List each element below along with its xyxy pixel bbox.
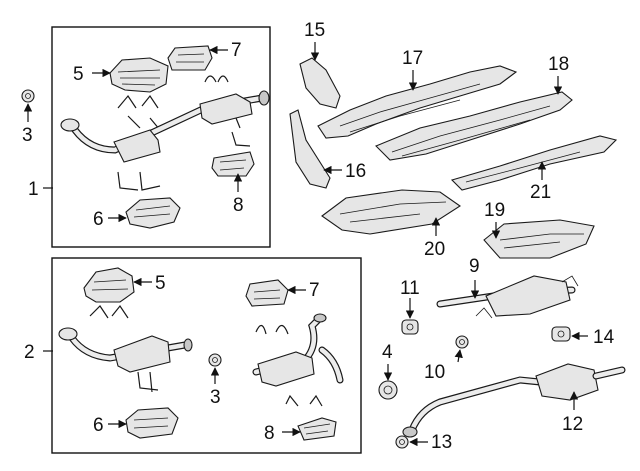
callout-21: 21 [530, 182, 551, 203]
callout-14: 14 [593, 327, 615, 348]
callout-17: 17 [402, 48, 423, 69]
clamps-2 [89, 304, 323, 407]
gasket-4[interactable] [378, 380, 398, 400]
callout-10: 10 [424, 362, 445, 383]
heat-shield-upper-4[interactable] [245, 279, 289, 307]
heat-shield-upper-1[interactable] [109, 57, 169, 93]
callout-19: 19 [484, 200, 505, 221]
callout-6-upper: 6 [93, 209, 104, 230]
heat-shield-lower-2[interactable] [125, 197, 181, 229]
heat-shield-18[interactable] [375, 91, 573, 161]
clamps-1 [117, 75, 251, 191]
callout-11: 11 [400, 278, 420, 299]
converter-assembly-3[interactable] [252, 313, 344, 387]
gasket-10[interactable] [455, 335, 469, 349]
callout-5-upper: 5 [73, 64, 84, 85]
callout-2: 2 [24, 342, 35, 363]
callout-13: 13 [431, 432, 452, 453]
callout-4: 4 [382, 342, 393, 363]
heat-shield-16[interactable] [289, 109, 331, 189]
callout-7-lower: 7 [309, 280, 320, 301]
heat-shield-17[interactable] [317, 65, 518, 139]
callout-5-lower: 5 [155, 273, 166, 294]
heat-shield-lower-1[interactable] [211, 151, 255, 177]
heat-shield-lower-4[interactable] [297, 417, 337, 441]
assembly-1-box [51, 26, 271, 248]
heat-shield-upper-2[interactable] [167, 45, 213, 71]
callout-3-upper: 3 [22, 125, 33, 146]
converter-assembly-2[interactable] [58, 327, 193, 373]
hanger-14[interactable] [551, 326, 571, 342]
callout-16: 16 [345, 161, 366, 182]
heat-shield-21[interactable] [450, 135, 618, 191]
callout-18: 18 [548, 54, 569, 75]
nut-13[interactable] [395, 435, 409, 449]
hanger-11[interactable] [401, 319, 419, 335]
converter-assembly-1[interactable] [60, 90, 270, 163]
callout-8-lower: 8 [264, 423, 275, 444]
callout-9: 9 [469, 256, 480, 277]
callout-15: 15 [304, 20, 325, 41]
heat-shield-upper-3[interactable] [83, 267, 135, 303]
heat-shield-15[interactable] [299, 57, 341, 109]
nut-lower[interactable] [208, 353, 222, 367]
callout-1: 1 [28, 179, 39, 200]
assembly-2-box [51, 257, 362, 454]
callout-8-upper: 8 [233, 195, 244, 216]
muffler-assembly-12[interactable] [402, 363, 626, 438]
callout-20: 20 [424, 239, 445, 260]
leader-lines [23, 42, 588, 447]
muffler-assembly-9[interactable] [436, 275, 579, 319]
callout-7-upper: 7 [231, 40, 242, 61]
nut-upper[interactable] [21, 89, 35, 103]
callout-labels: 1 2 3 5 7 6 8 5 7 6 3 8 9 11 10 14 4 12 … [22, 20, 615, 453]
callout-12: 12 [562, 414, 583, 435]
heat-shield-lower-3[interactable] [125, 407, 179, 439]
callout-6-lower: 6 [93, 415, 104, 436]
callout-3-lower: 3 [210, 387, 221, 408]
heat-shield-20[interactable] [321, 189, 461, 235]
heat-shield-19[interactable] [483, 219, 595, 259]
